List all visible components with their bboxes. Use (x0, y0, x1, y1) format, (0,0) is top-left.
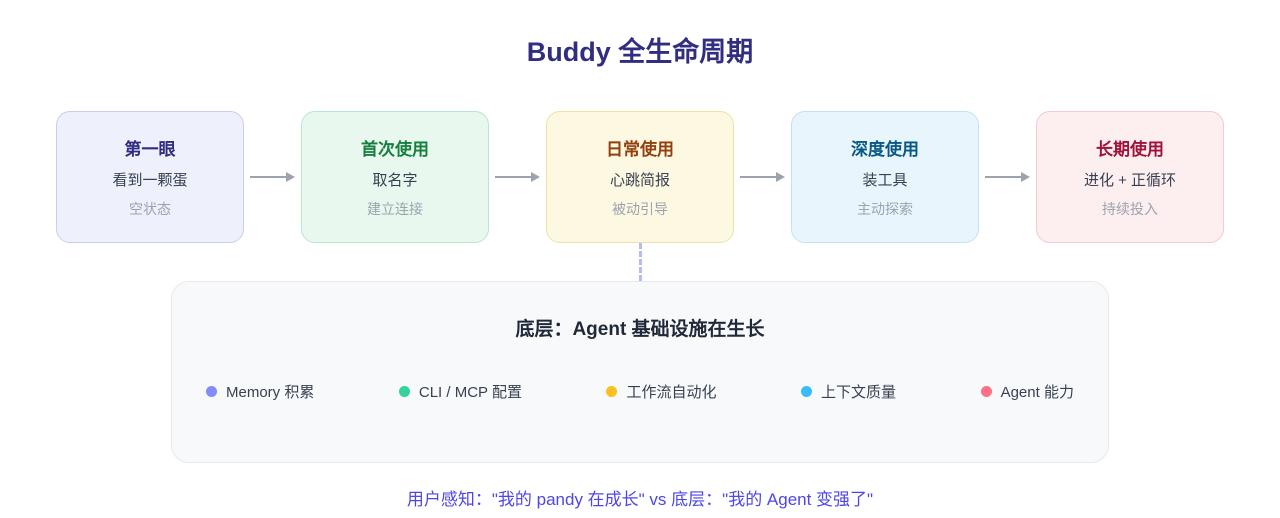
stage-card-first-glance: 第一眼 看到一颗蛋 空状态 (56, 111, 244, 243)
stage-title: 第一眼 (124, 140, 176, 159)
stage-card-long-term-use: 长期使用 进化 + 正循环 持续投入 (1036, 111, 1224, 243)
legend-dot-icon (398, 386, 410, 397)
arrow-head (531, 172, 540, 182)
legend-item-context-quality: 上下文质量 (801, 381, 896, 402)
stage-note: 空状态 (129, 201, 171, 217)
arrow-line (740, 176, 777, 178)
legend-label: 工作流自动化 (626, 384, 717, 401)
stage-card-daily-use: 日常使用 心跳简报 被动引导 (546, 111, 734, 243)
page-title: Buddy 全生命周期 (526, 37, 754, 67)
infrastructure-panel: 底层：Agent 基础设施在生长 Memory 积累 CLI / MCP 配置 … (171, 281, 1109, 463)
arrow-right-icon (734, 172, 791, 182)
legend-label: CLI / MCP 配置 (418, 384, 522, 401)
legend-label: Memory 积累 (226, 384, 315, 401)
arrow-line (495, 176, 532, 178)
lifecycle-stages-row: 第一眼 看到一颗蛋 空状态 首次使用 取名字 建立连接 日常使用 心跳简报 被动… (0, 111, 1280, 243)
legend-item-cli-mcp: CLI / MCP 配置 (398, 381, 522, 402)
arrow-right-icon (244, 172, 301, 182)
perception-caption: 用户感知："我的 pandy 在成长" vs 底层："我的 Agent 变强了" (406, 490, 874, 509)
legend-item-memory: Memory 积累 (206, 381, 314, 402)
arrow-line (985, 176, 1022, 178)
stage-card-first-use: 首次使用 取名字 建立连接 (301, 111, 489, 243)
legend-label: Agent 能力 (1000, 384, 1074, 401)
stage-action: 心跳简报 (609, 172, 670, 189)
stage-note: 持续投入 (1102, 201, 1158, 217)
dashed-connector-line (638, 243, 642, 281)
stage-action: 进化 + 正循环 (1083, 172, 1177, 189)
legend-dot-icon (801, 386, 813, 397)
stage-note: 建立连接 (367, 201, 423, 217)
panel-title: 底层：Agent 基础设施在生长 (515, 319, 765, 340)
legend-dot-icon (206, 386, 217, 397)
stage-note: 主动探索 (857, 201, 913, 217)
legend-item-agent-capability: Agent 能力 (980, 381, 1074, 402)
stage-card-deep-use: 深度使用 装工具 主动探索 (791, 111, 979, 243)
stage-action: 取名字 (372, 172, 418, 189)
legend-dot-icon (606, 386, 618, 397)
stage-action: 看到一颗蛋 (112, 172, 188, 189)
stage-title: 日常使用 (606, 140, 674, 159)
arrow-head (286, 172, 295, 182)
stage-action: 装工具 (862, 172, 908, 189)
stage-title: 首次使用 (361, 140, 429, 159)
arrow-right-icon (979, 172, 1036, 182)
legend-label: 上下文质量 (821, 384, 897, 401)
legend-row: Memory 积累 CLI / MCP 配置 工作流自动化 上下文质量 Agen… (172, 381, 1108, 402)
stage-title: 深度使用 (851, 140, 919, 159)
legend-item-workflow: 工作流自动化 (606, 381, 717, 402)
arrow-line (250, 176, 287, 178)
stage-title: 长期使用 (1096, 140, 1164, 159)
arrow-head (1021, 172, 1030, 182)
stage-note: 被动引导 (612, 201, 668, 217)
legend-dot-icon (980, 386, 992, 397)
arrow-right-icon (489, 172, 546, 182)
arrow-head (776, 172, 785, 182)
